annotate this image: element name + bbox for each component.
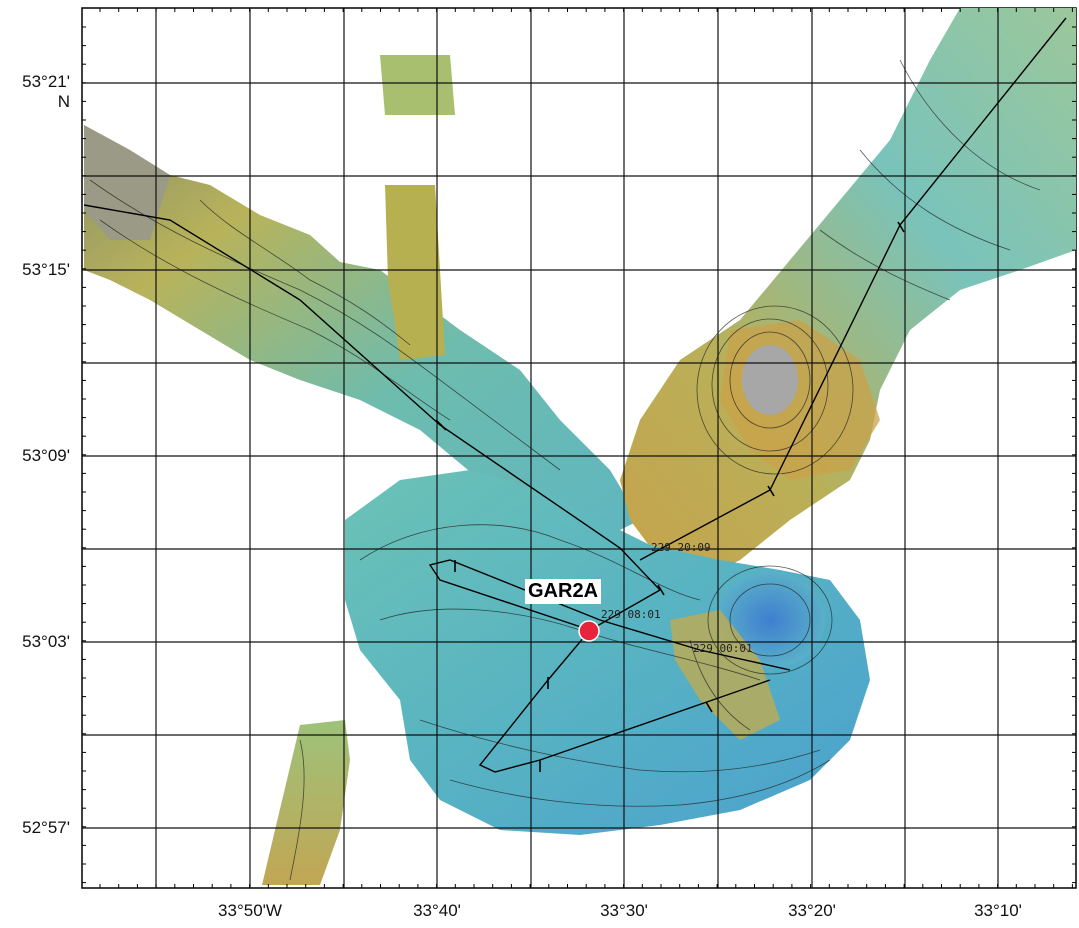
track-sw	[478, 629, 771, 773]
contour-line	[689, 639, 751, 731]
lat-label-53-21: 53°21' N	[22, 72, 70, 112]
swath-nw	[84, 125, 640, 540]
swath-north-strip-2	[385, 185, 445, 360]
swath-sw	[262, 720, 350, 885]
swath-north-strip	[380, 55, 455, 115]
lat-label-52-57: 52°57'	[22, 818, 70, 837]
lon-label-33-30: 33°30'	[600, 901, 648, 920]
contour-line	[359, 524, 701, 601]
lon-label-33-40: 33°40'	[413, 901, 461, 920]
track-loop	[428, 559, 791, 671]
graticule-grid	[82, 8, 1076, 888]
hemisphere-label: N	[57, 92, 70, 111]
track-ne	[639, 17, 1067, 561]
lat-label-text: 53°21'	[22, 72, 70, 91]
ridge-peak	[742, 345, 798, 415]
swath-nw-peak	[84, 125, 170, 240]
contour-line	[729, 331, 811, 429]
contour-line	[419, 719, 821, 773]
site-marker[interactable]	[578, 620, 600, 642]
contour-line	[449, 759, 831, 807]
ship-tracks	[83, 17, 1067, 773]
contour-line	[89, 179, 561, 471]
track-ticks	[435, 221, 905, 772]
lon-label-33-50: 33°50'W	[218, 901, 282, 920]
contour-line	[199, 199, 411, 346]
contour-line	[729, 583, 811, 657]
contour-line	[289, 739, 305, 881]
site-label[interactable]: GAR2A	[525, 579, 602, 604]
track-time-label: 229 08:01	[601, 608, 661, 621]
lat-label-53-15: 53°15'	[22, 260, 70, 279]
contour-lines	[89, 59, 1041, 881]
frame-ticks	[82, 8, 1076, 888]
track-time-label: 229 00:01	[693, 642, 753, 655]
contour-line	[711, 318, 829, 452]
swath-central	[345, 470, 870, 835]
track-nw	[83, 204, 661, 591]
lon-label-33-10: 33°10'	[974, 901, 1022, 920]
contour-line	[99, 219, 451, 421]
contour-line	[707, 565, 833, 675]
lat-label-53-03: 53°03'	[22, 632, 70, 651]
lat-label-53-09: 53°09'	[22, 446, 70, 465]
contour-line	[819, 229, 951, 301]
contour-line	[696, 305, 854, 475]
lon-label-33-20: 33°20'	[788, 901, 836, 920]
contour-line	[859, 149, 1011, 251]
contour-line	[899, 59, 1041, 191]
track-time-label: 229 20:09	[651, 541, 711, 554]
